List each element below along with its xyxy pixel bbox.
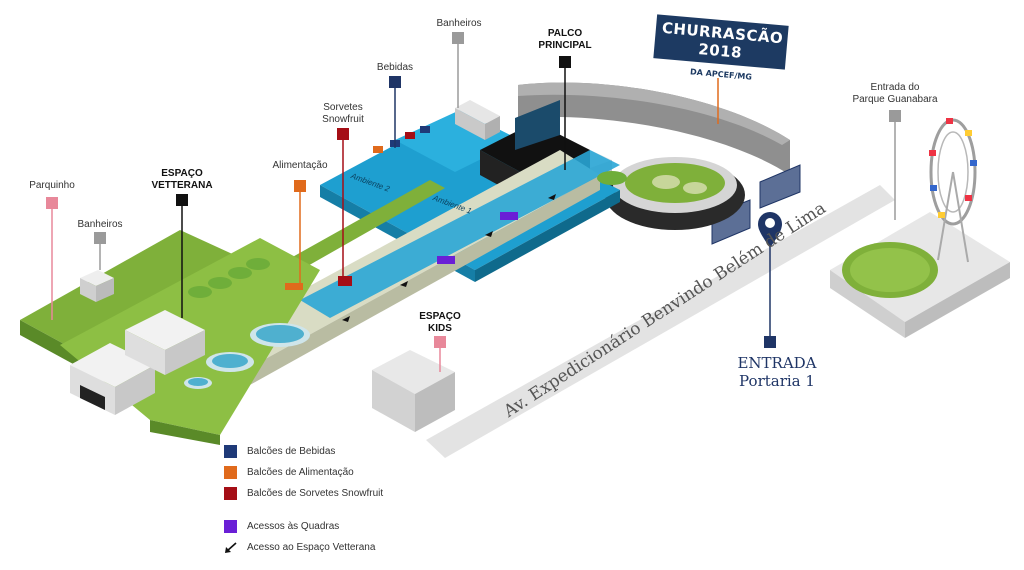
entrance-label: ENTRADA Portaria 1 <box>722 354 832 390</box>
logo-title: CHURRASCÃO 2018 <box>653 14 789 70</box>
parque-guanabara <box>830 118 1010 338</box>
pools <box>184 323 310 389</box>
banheiros-top-building <box>455 100 500 140</box>
map-pin-icon <box>758 212 782 248</box>
label-parquinho: Parquinho <box>29 180 75 191</box>
marker-poles <box>51 38 896 372</box>
fence <box>711 164 801 245</box>
label-parque-2: Parque Guanabara <box>852 94 938 105</box>
label-banheiros-left: Banheiros <box>77 219 123 230</box>
legend-label: Balcões de Alimentação <box>247 466 354 478</box>
label-vetterana-2: VETTERANA <box>151 180 213 191</box>
legend-swatch <box>224 486 237 500</box>
legend-swatch <box>224 444 237 458</box>
label-bebidas: Bebidas <box>376 62 414 73</box>
label-kids-2: KIDS <box>428 323 452 334</box>
label-sorvetes-1: Sorvetes <box>323 102 363 113</box>
label-kids-1: ESPAÇO <box>419 311 461 322</box>
entrance-line-1: ENTRADA <box>737 354 817 372</box>
legend-item-vetterana: Acesso ao Espaço Vetterana <box>224 540 375 554</box>
vetterana-arrows <box>342 194 556 322</box>
legend-item-alimentacao: Balcões de Alimentação <box>224 465 354 479</box>
churrascao-logo: CHURRASCÃO 2018 DA APCEF/MG <box>653 14 789 82</box>
entrance-line-2: Portaria 1 <box>739 372 815 390</box>
legend-label: Acessos às Quadras <box>247 520 340 532</box>
lake <box>605 157 745 230</box>
label-banheiros-top: Banheiros <box>436 18 482 29</box>
banheiros-left-building <box>80 270 114 302</box>
label-parque-1: Entrada do <box>870 82 920 93</box>
label-palco-2: PRINCIPAL <box>538 40 592 51</box>
marker-squares <box>46 32 901 348</box>
arrow-icon <box>225 541 237 553</box>
legend-item-bebidas: Balcões de Bebidas <box>224 444 335 458</box>
gray-wall <box>518 82 790 175</box>
ambientes-platform <box>320 110 620 282</box>
legend-label: Balcões de Sorvetes Snowfruit <box>247 487 384 499</box>
espaco-vetterana-buildings <box>70 310 205 415</box>
legend-swatch <box>224 519 237 533</box>
label-vetterana-1: ESPAÇO <box>161 168 203 179</box>
legend-item-sorvetes: Balcões de Sorvetes Snowfruit <box>224 486 383 500</box>
ferris-wheel-icon <box>929 118 977 263</box>
trees <box>188 171 627 298</box>
road <box>426 185 895 458</box>
legend-label: Acesso ao Espaço Vetterana <box>247 541 376 553</box>
label-alimentacao: Alimentação <box>272 160 328 171</box>
label-sorvetes-2: Snowfruit <box>322 114 364 125</box>
espaco-kids-building <box>372 350 455 432</box>
legend-swatch <box>224 465 237 479</box>
label-palco-1: PALCO <box>547 28 583 39</box>
legend-item-quadras: Acessos às Quadras <box>224 519 339 533</box>
legend-label: Balcões de Bebidas <box>247 445 336 457</box>
